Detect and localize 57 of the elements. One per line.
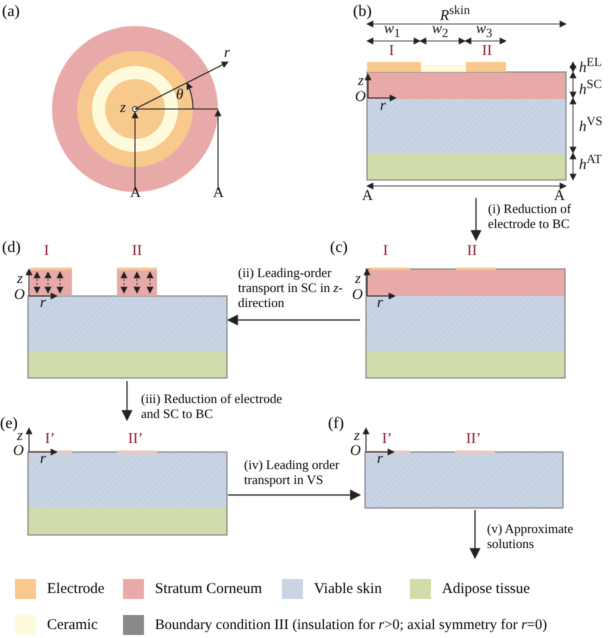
legend-text: Stratum Corneum — [155, 582, 262, 597]
axis-label: r — [377, 452, 383, 467]
axis-label: z — [17, 272, 23, 287]
axis-label: z — [17, 429, 23, 444]
dimension-label: R$^{skin}$ — [440, 4, 470, 24]
arrow — [122, 381, 132, 422]
axis-label: r — [40, 296, 46, 311]
axis-label: O — [14, 288, 25, 303]
height-label: h$^{SC}$ — [579, 78, 602, 98]
axis-label: z — [355, 272, 361, 287]
axis-label: z — [120, 101, 126, 116]
arrow — [226, 314, 360, 326]
electrode-label: I’ — [382, 432, 392, 447]
arrow — [470, 510, 480, 560]
axis-label: r — [224, 46, 230, 61]
panel-label: (b) — [353, 4, 372, 20]
electrode-label: I — [389, 44, 394, 59]
legend-text: Adipose tissue — [442, 582, 530, 597]
axis-label: O — [352, 288, 363, 303]
axis-label: r — [40, 452, 46, 467]
electrode-label: II — [482, 44, 492, 59]
electrode-label: I — [383, 244, 388, 259]
axis-label: O — [355, 90, 366, 105]
dimension-label: w$_{3}$ — [476, 22, 492, 40]
height-label: h$^{EL}$ — [579, 56, 602, 76]
axis-label: r — [377, 296, 383, 311]
electrode-label: I’ — [45, 432, 55, 447]
height-label: h$^{AT}$ — [579, 153, 602, 173]
arrow — [470, 198, 482, 242]
section-label: A — [213, 186, 224, 201]
legend-text: Ceramic — [47, 618, 98, 633]
axis-label: z — [358, 74, 364, 89]
panel-label: (a) — [2, 4, 20, 20]
axis-label: O — [13, 444, 24, 459]
section-label: A — [554, 189, 565, 204]
axis-label: z — [354, 429, 360, 444]
electrode-label: II’ — [128, 432, 143, 447]
legend-text: Viable skin — [314, 582, 382, 597]
electrode-label: II — [132, 244, 142, 259]
panel-label: (e) — [0, 416, 18, 432]
legend-text: Electrode — [47, 582, 104, 597]
axis-label: O — [350, 444, 361, 459]
dimension-label: w$_{2}$ — [432, 22, 448, 40]
electrode-label: I — [44, 244, 49, 259]
electrode-label: II — [467, 244, 477, 259]
height-label: h$^{VS}$ — [579, 115, 602, 135]
arrow — [228, 490, 362, 500]
section-label: A — [130, 186, 141, 201]
panel-label: (c) — [330, 240, 348, 256]
panel-label: (f) — [328, 416, 344, 432]
angle-label: θ — [176, 88, 184, 103]
dimension-label: w$_{1}$ — [384, 22, 400, 40]
axis-label: r — [380, 99, 386, 114]
legend-text: Boundary condition III (insulation for r>0; axial symmetry for r=0) — [155, 618, 548, 632]
panel-label: (d) — [2, 240, 21, 256]
electrode-label: II’ — [466, 432, 481, 447]
section-label: A — [362, 189, 373, 204]
